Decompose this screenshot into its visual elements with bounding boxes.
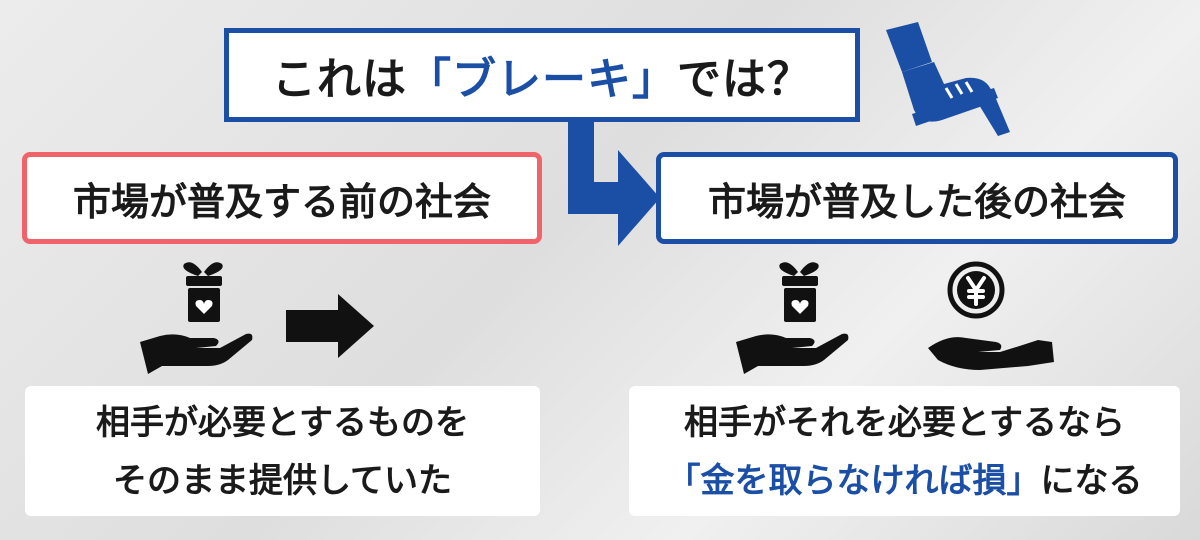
after-description-highlight: 「金を取らなければ損」	[666, 461, 1041, 501]
title-part2: では？	[677, 54, 812, 105]
title-part1: これは	[272, 54, 407, 105]
after-description-suffix: になる	[1040, 461, 1143, 501]
after-market-label: 市場が普及した後の社会	[656, 152, 1178, 244]
before-description-line1: 相手が必要とするものを	[96, 403, 469, 443]
before-description-line2: そのまま提供していた	[113, 461, 452, 501]
brake-pedal-icon	[886, 22, 1010, 136]
before-market-label-text: 市場が普及する前の社会	[72, 179, 491, 224]
arrow-right-icon	[286, 294, 374, 358]
gift-hand-icon	[140, 262, 253, 374]
gift-hand-icon	[736, 262, 849, 374]
before-market-label: 市場が普及する前の社会	[22, 152, 542, 244]
after-description-panel: 相手がそれを必要とするなら 「金を取らなければ損」になる	[629, 386, 1180, 516]
after-description-line1: 相手がそれを必要とするなら	[684, 403, 1125, 443]
before-description-panel: 相手が必要とするものを そのまま提供していた	[25, 386, 540, 516]
yen-coin-hand-icon	[928, 261, 1054, 370]
after-market-label-text: 市場が普及した後の社会	[707, 179, 1126, 224]
question-title-box: これは「ブレーキ」では？	[224, 28, 860, 122]
title-highlight: 「ブレーキ」	[407, 54, 677, 105]
